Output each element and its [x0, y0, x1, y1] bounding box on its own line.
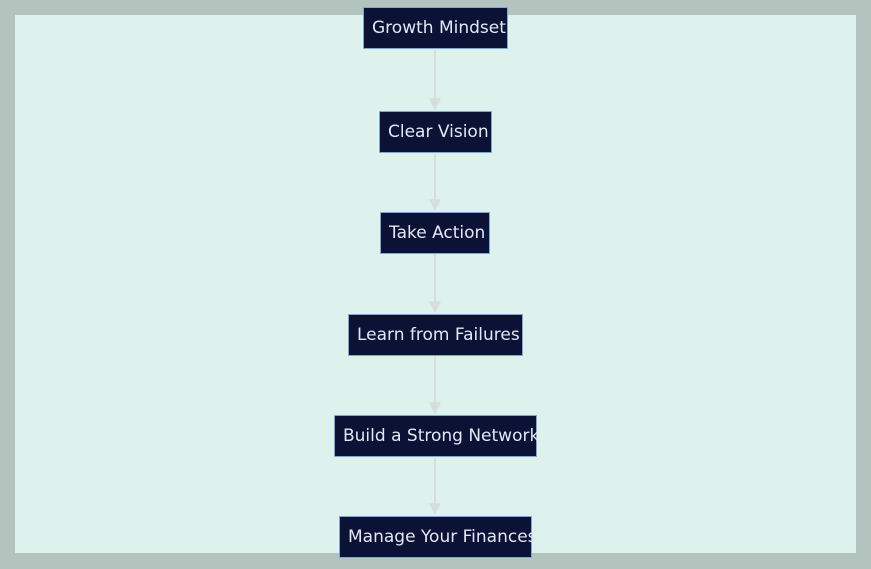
node-growth-mindset: Growth Mindset: [363, 7, 508, 49]
node-manage-finances: Manage Your Finances: [339, 516, 537, 558]
node-learn-from-failures: Learn from Failures: [348, 314, 523, 356]
diagram-canvas: [15, 15, 856, 553]
node-build-network: Build a Strong Network: [334, 415, 539, 457]
node-take-action: Take Action: [380, 212, 490, 254]
node-clear-vision: Clear Vision: [379, 111, 492, 153]
